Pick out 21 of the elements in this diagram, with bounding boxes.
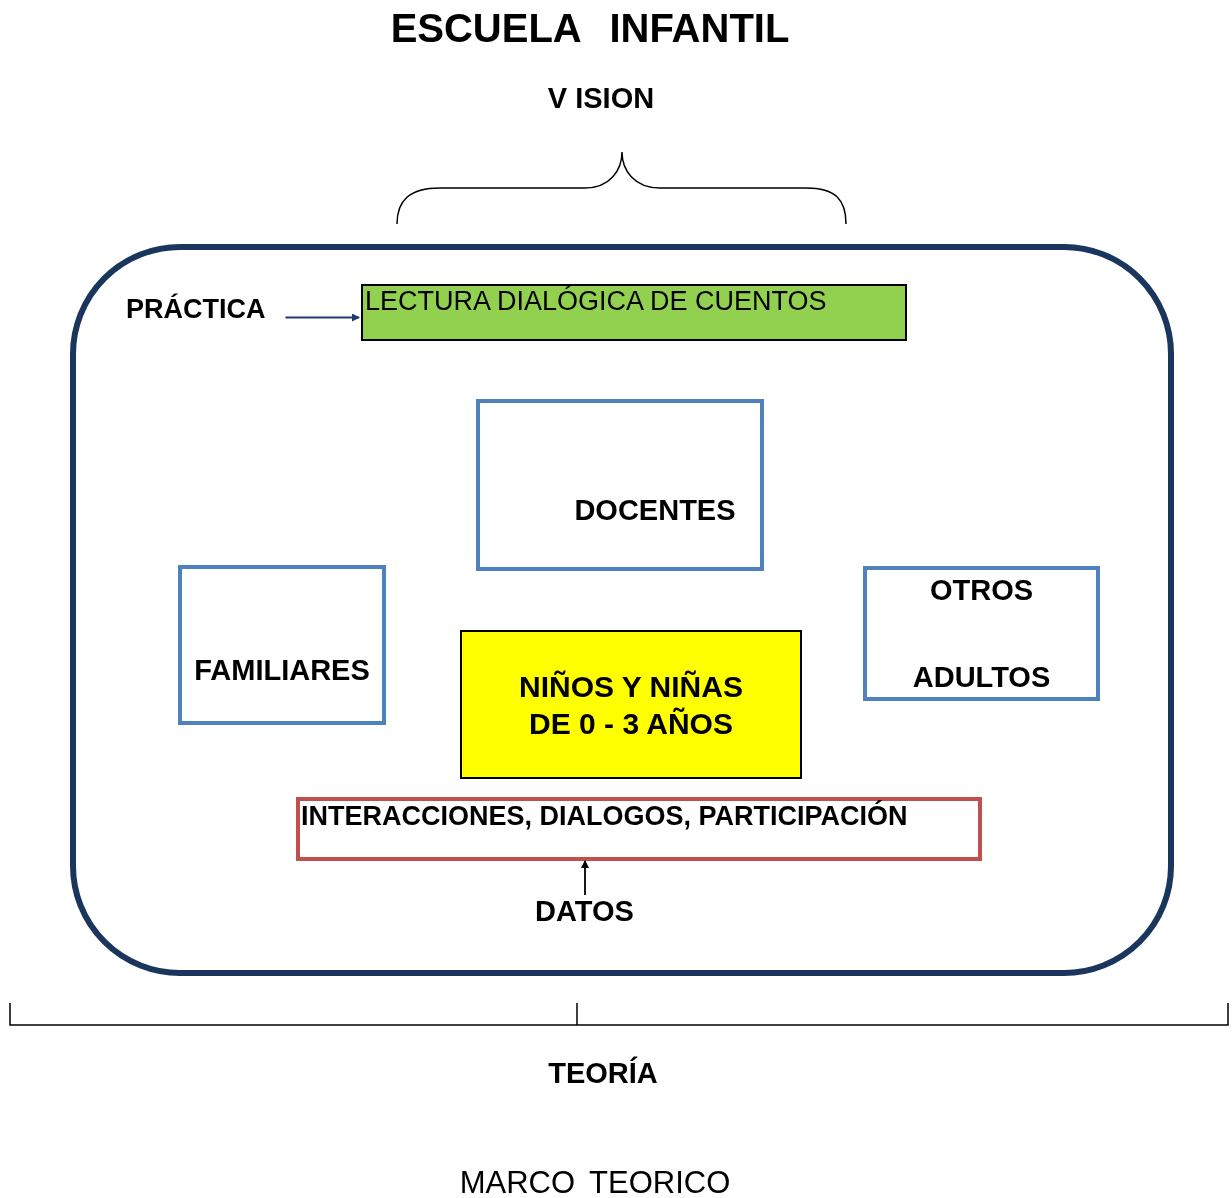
box-label: NIÑOS Y NIÑAS DE 0 - 3 AÑOS <box>518 668 744 742</box>
box-label: OTROS ADULTOS <box>911 572 1052 695</box>
text-label: DATOS <box>535 895 634 928</box>
process-box <box>361 284 907 341</box>
heading-label: V ISION <box>546 82 656 115</box>
caption: MARCO TEORICO <box>458 1165 732 1198</box>
process-box <box>178 565 386 725</box>
box-label: LECTURA DIALÓGICA DE CUENTOS <box>364 286 827 317</box>
box-label: DOCENTES <box>573 492 736 527</box>
box-label: FAMILIARES <box>194 652 370 687</box>
process-box <box>296 797 982 861</box>
heading-label: TEORÍA <box>547 1057 659 1090</box>
title: ESCUELA INFANTIL <box>389 6 791 51</box>
arrow <box>581 860 589 896</box>
process-box <box>863 566 1100 701</box>
rounded-frame <box>70 244 1174 976</box>
arrow <box>284 313 360 322</box>
process-box <box>476 399 764 571</box>
text-label: PRÁCTICA <box>126 294 266 325</box>
process-box <box>460 630 802 779</box>
box-label: INTERACCIONES, DIALOGOS, PARTICIPACIÓN <box>300 801 908 832</box>
